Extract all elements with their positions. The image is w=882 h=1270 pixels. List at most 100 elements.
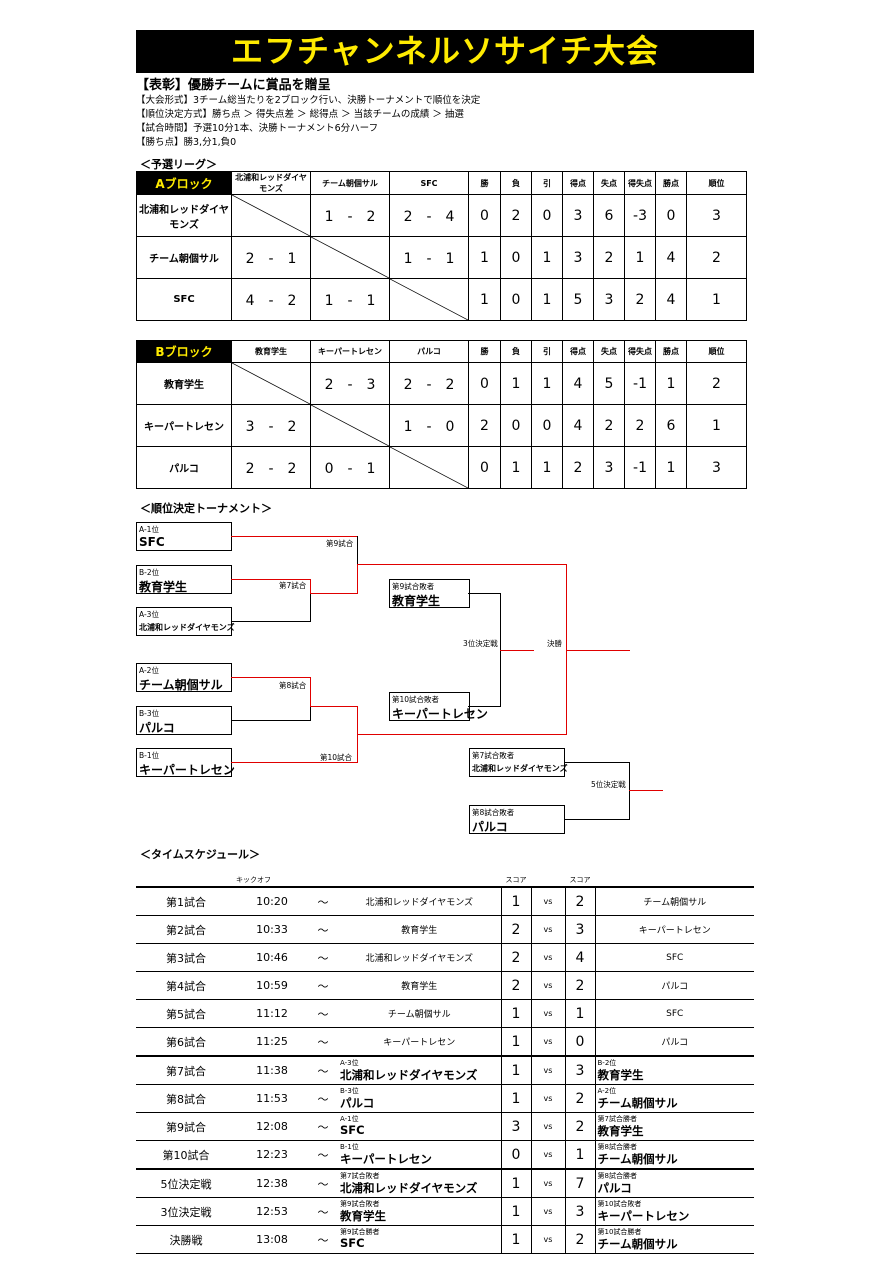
match-name: 決勝戦	[136, 1225, 236, 1254]
hdr-gd: 得失点	[624, 340, 656, 363]
draws: 1	[531, 236, 563, 279]
away-score: 1	[564, 1140, 596, 1170]
wins: 1	[468, 236, 501, 279]
diagonal-cell	[310, 404, 390, 447]
table-row: パルコ 2 - 2 0 - 1 0 1 1 2 3 -1 1 3	[136, 446, 747, 489]
away-seed: 第7試合勝者教育学生	[595, 1112, 754, 1141]
kickoff-time: 10:33	[236, 915, 308, 944]
table-row: 教育学生 2 - 3 2 - 2 0 1 1 4 5 -1 1 2	[136, 362, 747, 405]
draws: 1	[531, 446, 563, 489]
home-seed: B-3位パルコ	[338, 1084, 501, 1113]
losses: 2	[500, 194, 532, 237]
seed-team: 教育学生	[139, 580, 188, 594]
team-name: キーパートレセン	[136, 404, 232, 447]
home-score: 1	[500, 1197, 532, 1226]
label-match-9: 第9試合	[326, 539, 354, 548]
diagonal-cell	[231, 194, 311, 237]
home-seed: A-3位北浦和レッドダイヤモンズ	[338, 1055, 501, 1085]
table-row: 北浦和レッドダイヤモンズ 1 - 2 2 - 4 0 2 0 3 6 -3 0 …	[136, 194, 747, 237]
home-team: 教育学生	[340, 1209, 386, 1223]
away-team: キーパートレセン	[595, 915, 754, 944]
table-row: チーム朝個サル 2 - 1 1 - 1 1 0 1 3 2 1 4 2	[136, 236, 747, 279]
seed-sub: 第8試合勝者	[597, 1143, 637, 1151]
away-seed: A-2位チーム朝個サル	[595, 1084, 754, 1113]
label-third-place: 3位決定戦	[463, 639, 498, 648]
bracket-line	[310, 706, 311, 721]
bracket-line	[468, 593, 501, 594]
hdr-rank: 順位	[686, 171, 747, 195]
hdr-gf: 得点	[562, 340, 594, 363]
seed-sub: A-1位	[139, 525, 159, 534]
goal-diff: 2	[624, 278, 656, 321]
goals-against: 3	[593, 446, 625, 489]
rank: 3	[686, 194, 747, 237]
diagonal-cell	[389, 278, 469, 321]
match-score: 2 - 2	[389, 362, 469, 405]
away-score: 3	[564, 915, 596, 944]
home-team: パルコ	[340, 1096, 375, 1110]
seed-team: パルコ	[472, 820, 508, 834]
seed-sub: A-3位	[340, 1059, 359, 1067]
match-score: 2 - 3	[310, 362, 390, 405]
away-score: 3	[564, 1055, 596, 1085]
seed-sub: B-2位	[139, 568, 160, 577]
wins: 0	[468, 194, 501, 237]
bracket-line	[231, 762, 358, 763]
bracket-line	[566, 564, 567, 650]
match-name: 5位決定戦	[136, 1168, 236, 1198]
tilde: ～	[308, 1112, 338, 1141]
seed-sub: A-1位	[340, 1115, 359, 1123]
seed-sub: B-2位	[597, 1059, 617, 1067]
team-name: チーム朝個サル	[136, 236, 232, 279]
table-row: SFC 4 - 2 1 - 1 1 0 1 5 3 2 4 1	[136, 278, 747, 321]
vs-label: vs	[531, 1055, 565, 1085]
losses: 0	[500, 236, 532, 279]
away-team: チーム朝個サル	[597, 1152, 678, 1166]
bracket-line	[357, 536, 358, 564]
home-seed: 第9試合敗者教育学生	[338, 1197, 501, 1226]
diagonal-cell	[310, 236, 390, 279]
away-team: SFC	[595, 943, 754, 972]
diagonal-cell	[231, 362, 311, 405]
draws: 1	[531, 362, 563, 405]
tournament-heading: ＜順位決定トーナメント＞	[140, 502, 272, 515]
hdr-pts: 勝点	[655, 340, 687, 363]
bracket-line	[310, 677, 311, 706]
away-score: 2	[564, 1225, 596, 1254]
match-name: 第10試合	[136, 1140, 236, 1170]
away-score: 2	[564, 1084, 596, 1113]
bracket-line	[565, 762, 629, 763]
match-name: 第5試合	[136, 999, 236, 1028]
vs-label: vs	[531, 1225, 565, 1254]
bracket-line	[310, 593, 311, 622]
tilde: ～	[308, 1055, 338, 1085]
seed-team: 北浦和レッドダイヤモンズ	[139, 623, 235, 632]
label-final: 決勝	[547, 639, 562, 648]
vs-label: vs	[531, 1140, 565, 1170]
away-seed: 第8試合勝者パルコ	[595, 1168, 754, 1198]
losses: 0	[500, 278, 532, 321]
label-match-8: 第8試合	[279, 681, 307, 690]
away-score: 2	[564, 1112, 596, 1141]
home-team: チーム朝個サル	[338, 999, 501, 1028]
seed-sub: 第8試合勝者	[597, 1172, 637, 1180]
bracket-line	[500, 650, 534, 651]
away-team: パルコ	[595, 971, 754, 1000]
vs-label: vs	[531, 1168, 565, 1198]
goals-against: 5	[593, 362, 625, 405]
home-team: 北浦和レッドダイヤモンズ	[338, 943, 501, 972]
bracket-line	[310, 706, 358, 707]
match-score: 1 - 1	[310, 278, 390, 321]
award-note: 【表彰】優勝チームに賞品を贈呈	[136, 78, 331, 93]
home-team: 北浦和レッドダイヤモンズ	[340, 1181, 478, 1195]
bracket-line	[231, 536, 358, 537]
bracket-line	[468, 706, 501, 707]
block-a-col-1: 北浦和レッドダイヤモンズ	[231, 171, 311, 195]
tilde: ～	[308, 971, 338, 1000]
seed-team: キーパートレセン	[392, 707, 488, 721]
